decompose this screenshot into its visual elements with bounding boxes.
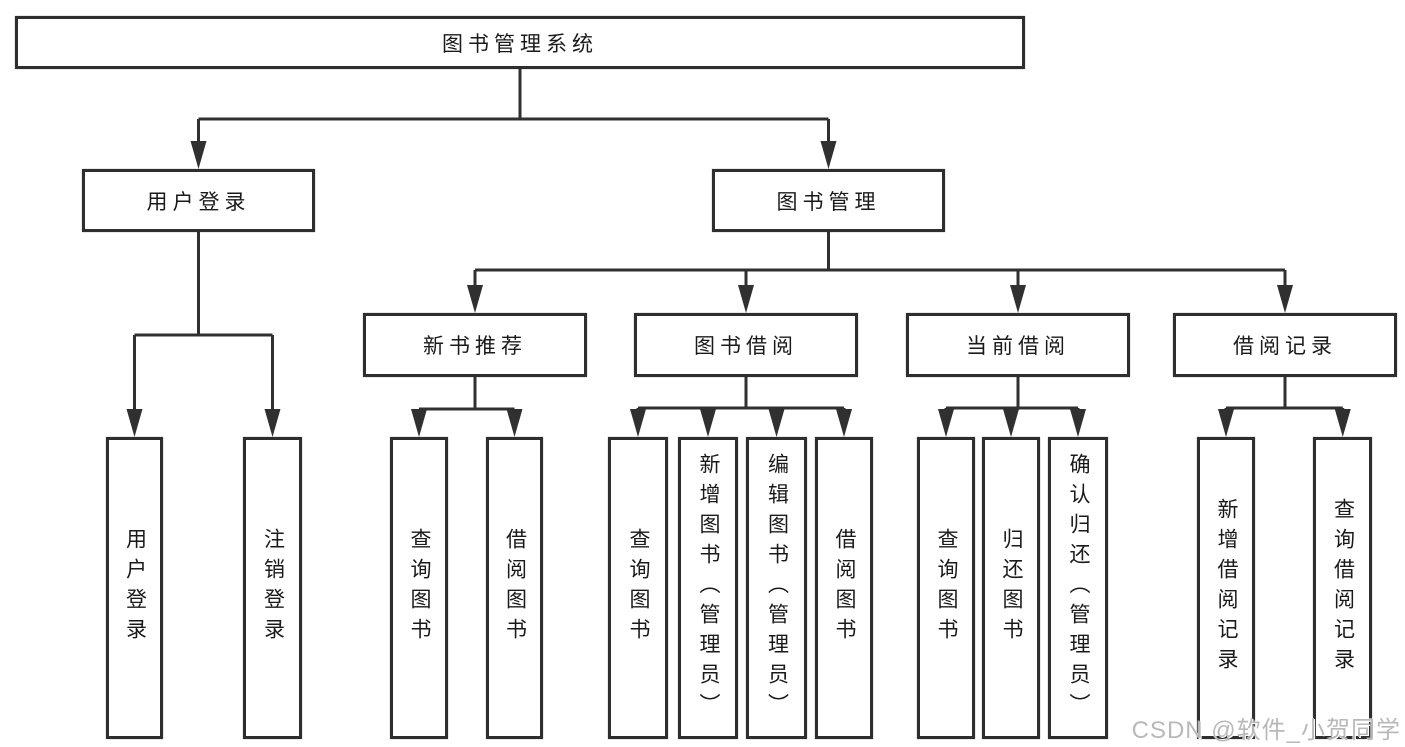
node-label: 新增图书（管理员） bbox=[697, 453, 720, 723]
connector-bookborrow-to-leaves bbox=[636, 377, 846, 413]
leaf-borrow-books-recommend: 借阅图书 bbox=[486, 437, 543, 739]
node-label: 确认归还（管理员） bbox=[1067, 453, 1090, 723]
arrowheads bbox=[126, 141, 1351, 437]
arrow-down-icon bbox=[467, 285, 483, 313]
node-label: 查询图书 bbox=[408, 528, 431, 648]
arrow-down-icon bbox=[1277, 285, 1293, 313]
node-label: 归还图书 bbox=[1000, 528, 1023, 648]
connector-userlogin-to-leaves bbox=[133, 232, 274, 413]
arrow-down-icon bbox=[768, 409, 785, 437]
arrow-down-icon bbox=[836, 409, 852, 437]
leaf-borrow-books: 借阅图书 bbox=[815, 437, 873, 739]
node-label: 用户登录 bbox=[146, 190, 251, 214]
leaf-add-book-admin: 新增图书（管理员） bbox=[678, 437, 738, 739]
arrow-down-icon bbox=[1218, 409, 1234, 437]
node-label: 借阅图书 bbox=[833, 528, 856, 648]
leaf-query-books-current: 查询图书 bbox=[917, 437, 975, 739]
connector-newbook-to-leaves bbox=[417, 377, 516, 413]
node-label: 新增借阅记录 bbox=[1215, 498, 1238, 678]
leaf-user-login: 用户登录 bbox=[106, 437, 163, 739]
connector-currentborrow-to-leaves bbox=[944, 377, 1080, 413]
arrow-down-icon bbox=[190, 141, 207, 169]
arrow-down-icon bbox=[820, 141, 837, 169]
leaf-confirm-return-admin: 确认归还（管理员） bbox=[1048, 437, 1108, 739]
arrow-down-icon bbox=[1003, 409, 1019, 437]
node-book-management: 图书管理 bbox=[712, 169, 945, 232]
arrow-down-icon bbox=[700, 409, 716, 437]
arrow-down-icon bbox=[1334, 409, 1351, 437]
node-label: 图书借阅 bbox=[694, 335, 798, 358]
arrow-down-icon bbox=[506, 409, 523, 437]
node-book-borrow: 图书借阅 bbox=[634, 313, 858, 377]
node-label: 编辑图书（管理员） bbox=[765, 453, 789, 723]
arrow-down-icon bbox=[1070, 409, 1086, 437]
arrow-down-icon bbox=[411, 409, 427, 437]
node-label: 注销登录 bbox=[261, 528, 285, 648]
leaf-logout: 注销登录 bbox=[243, 437, 302, 739]
node-user-login: 用户登录 bbox=[82, 169, 315, 232]
leaf-query-books-borrow: 查询图书 bbox=[608, 437, 668, 739]
node-label: 查询借阅记录 bbox=[1331, 498, 1355, 678]
arrow-down-icon bbox=[264, 409, 281, 437]
arrow-down-icon bbox=[126, 409, 143, 437]
watermark-csdn: CSDN @软件_小贺同学 bbox=[1131, 717, 1401, 744]
arrow-down-icon bbox=[630, 409, 646, 437]
node-label: 借阅记录 bbox=[1233, 335, 1337, 358]
node-new-book-recommend: 新书推荐 bbox=[363, 313, 587, 377]
node-label: 借阅图书 bbox=[503, 528, 527, 648]
arrow-down-icon bbox=[938, 409, 954, 437]
node-label: 图书管理系统 bbox=[442, 32, 598, 56]
connector-root-to-level2 bbox=[197, 68, 830, 145]
leaf-query-books-recommend: 查询图书 bbox=[390, 437, 448, 739]
leaf-query-borrow-record: 查询借阅记录 bbox=[1313, 437, 1372, 739]
arrow-down-icon bbox=[738, 285, 754, 313]
node-label: 当前借阅 bbox=[966, 335, 1070, 358]
connector-records-to-leaves bbox=[1224, 377, 1345, 413]
leaf-return-book: 归还图书 bbox=[982, 437, 1040, 739]
node-label: 新书推荐 bbox=[423, 335, 527, 358]
arrow-down-icon bbox=[1010, 285, 1026, 313]
node-label: 用户登录 bbox=[123, 528, 147, 648]
node-borrow-records: 借阅记录 bbox=[1173, 313, 1397, 377]
connector-bookmgmt-to-level3 bbox=[473, 232, 1287, 289]
leaf-add-borrow-record: 新增借阅记录 bbox=[1197, 437, 1255, 739]
node-label: 图书管理 bbox=[776, 190, 881, 214]
leaf-edit-book-admin: 编辑图书（管理员） bbox=[746, 437, 807, 739]
node-label: 查询图书 bbox=[627, 528, 650, 648]
node-label: 查询图书 bbox=[935, 528, 958, 648]
node-library-system: 图书管理系统 bbox=[15, 16, 1025, 69]
node-current-borrow: 当前借阅 bbox=[906, 313, 1130, 377]
